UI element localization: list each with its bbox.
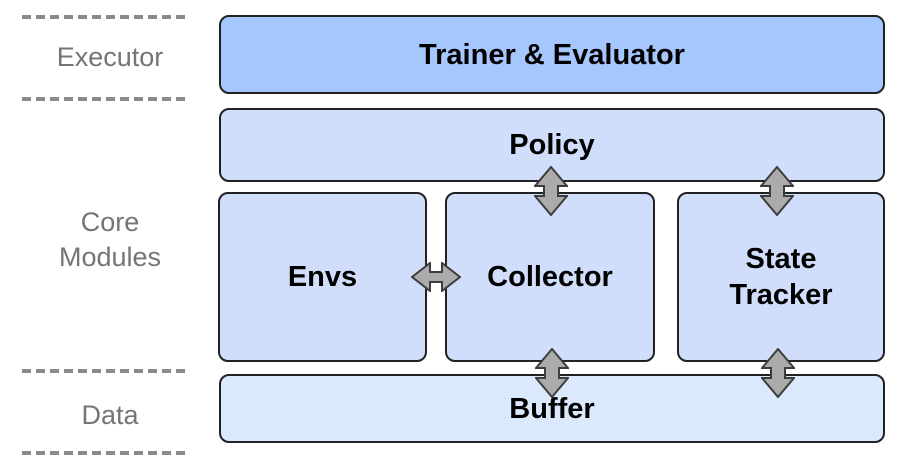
lane-divider-top [22, 15, 188, 19]
lane-label-core-modules-text: Core Modules [58, 207, 162, 272]
double-arrow-vertical-icon [535, 348, 569, 398]
lane-divider-core-data [22, 369, 188, 373]
double-arrow-vertical-icon [760, 166, 794, 216]
box-collector-label: Collector [487, 261, 613, 293]
arrow-policy-state-tracker [760, 166, 794, 216]
lane-label-executor: Executor [22, 40, 198, 75]
box-trainer-evaluator-label: Trainer & Evaluator [419, 38, 685, 71]
arrow-collector-buffer [535, 348, 569, 398]
double-arrow-vertical-icon [534, 166, 568, 216]
arrow-policy-collector [534, 166, 568, 216]
double-arrow-horizontal-icon [411, 262, 461, 292]
arrow-state-tracker-buffer [761, 348, 795, 398]
lane-label-data-text: Data [81, 400, 139, 430]
box-envs-label: Envs [287, 261, 358, 293]
box-policy-label: Policy [509, 129, 595, 161]
box-envs: Envs [218, 192, 427, 362]
lane-divider-bottom [22, 451, 188, 455]
box-state-tracker: State Tracker [677, 192, 885, 362]
box-trainer-evaluator: Trainer & Evaluator [219, 15, 885, 94]
lane-label-core-modules: Core Modules [22, 205, 198, 275]
lane-label-data: Data [22, 398, 198, 433]
box-collector: Collector [445, 192, 655, 362]
lane-label-executor-text: Executor [56, 42, 164, 72]
double-arrow-vertical-icon [761, 348, 795, 398]
box-state-tracker-label: State Tracker [729, 243, 833, 311]
arrow-envs-collector [411, 262, 461, 292]
lane-divider-executor-core [22, 97, 188, 101]
